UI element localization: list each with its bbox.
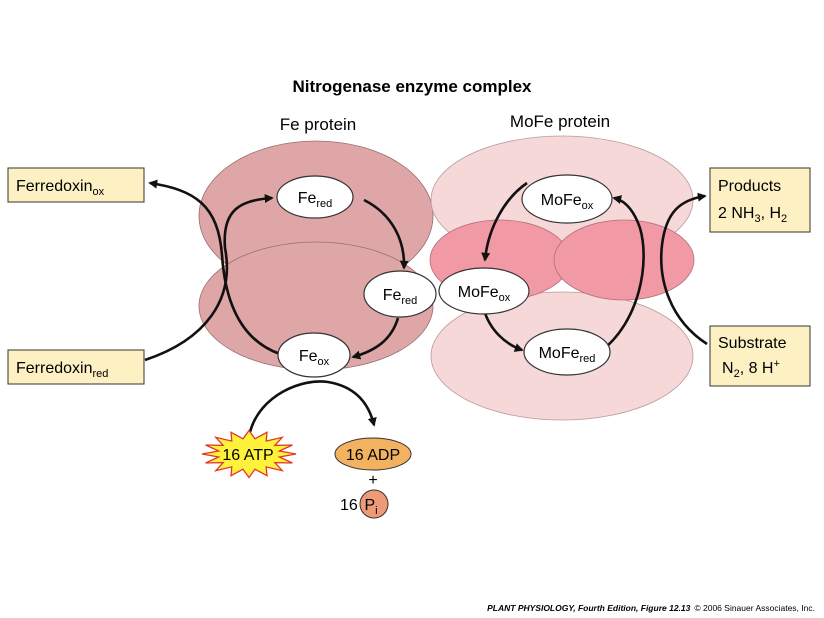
atp-starburst-shape [201, 429, 297, 479]
adp-label: 16 ADP [346, 447, 400, 464]
fe-red-top-to-mid-arrow [363, 198, 409, 270]
mofe-red-to-mofe-ox-arrow [599, 195, 645, 354]
figure-credit: PLANT PHYSIOLOGY, Fourth Edition, Figure… [487, 603, 815, 613]
mofe-red-node [523, 328, 611, 376]
mofe-red-label: MoFered [539, 345, 596, 365]
figure-title: Nitrogenase enzyme complex [292, 77, 532, 96]
atp-hydrolysis-arrow [248, 380, 377, 433]
mofe-ox-mid-to-mofe-red-arrow [482, 309, 524, 352]
plus-sign: + [368, 472, 377, 489]
ferredoxin-ox-label: Ferredoxinox [16, 178, 105, 198]
fe-red-mid-label: Fered [383, 287, 418, 307]
fe-protein-label: Fe protein [280, 115, 357, 134]
substrate-box [709, 325, 811, 387]
pi-circle [359, 489, 389, 519]
fe-red-top-label: Fered [298, 190, 333, 210]
ferredoxin-red-box [7, 349, 145, 385]
substrate-formula: N2, 8 H+ [722, 358, 780, 380]
products-formula: 2 NH3, H2 [718, 205, 787, 225]
fe-red-top-node [276, 175, 354, 219]
mofe-protein-label: MoFe protein [510, 112, 610, 131]
substrate-title: Substrate [718, 335, 787, 352]
ferredoxin-ox-box [7, 167, 145, 203]
mofe-ox-top-label: MoFeox [541, 192, 594, 212]
mofe-protein-center-right [553, 219, 695, 301]
ferredoxin-red-label: Ferredoxinred [16, 360, 108, 380]
fe-red-mid-node [363, 270, 437, 318]
pi-label: Pi [364, 497, 377, 517]
fe-red-mid-to-fe-ox-arrow [351, 317, 400, 360]
mofe-ox-mid-node [438, 267, 530, 315]
substrate-to-products-arrow [660, 192, 708, 346]
fe-ox-node [277, 332, 351, 378]
pi-coefficient: 16 [340, 497, 358, 514]
products-box [709, 167, 811, 233]
fe-ox-label: Feox [299, 348, 330, 368]
mofe-ox-top-to-mid-arrow [481, 181, 528, 262]
adp-ellipse [334, 437, 412, 471]
products-title: Products [718, 178, 781, 195]
fe-ox-to-ferredoxin-ox-arrow [148, 179, 281, 356]
ferredoxin-red-to-fe-red-arrow [144, 193, 274, 362]
mofe-ox-mid-label: MoFeox [458, 284, 511, 304]
atp-label: 16 ATP [222, 447, 273, 464]
mofe-ox-top-node [521, 174, 613, 224]
